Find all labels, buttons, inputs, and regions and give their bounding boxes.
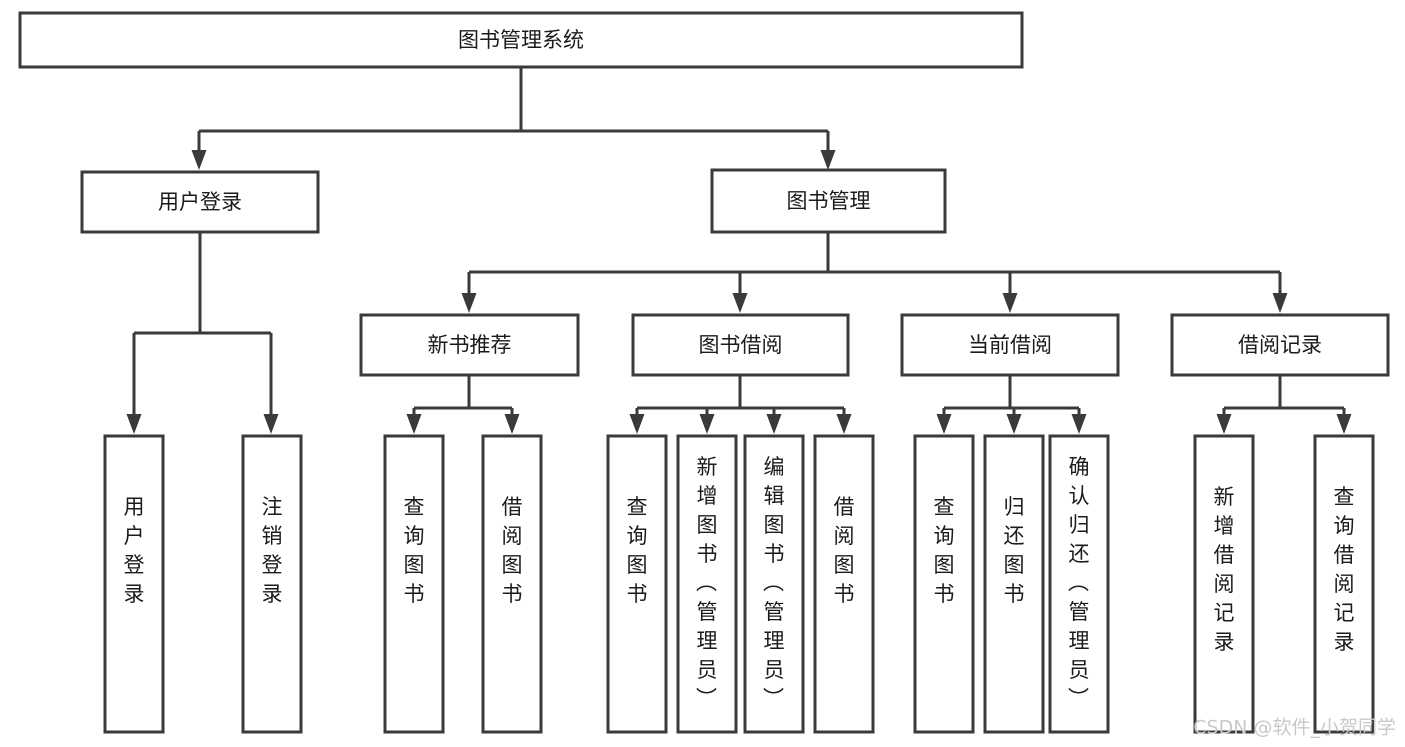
node-box[interactable] bbox=[383, 434, 445, 734]
node-leaf-query-book-rec[interactable]: 查询图书 bbox=[383, 434, 445, 734]
node-label: 图书管理系统 bbox=[458, 28, 584, 52]
node-leaf-borrow-book[interactable]: 借阅图书 bbox=[813, 434, 875, 734]
node-label: 查询借阅记录 bbox=[1334, 485, 1355, 654]
node-leaf-edit-book-admin[interactable]: 编辑图书（管理员） bbox=[743, 434, 805, 734]
node-label: 查询图书 bbox=[627, 495, 648, 606]
node-box[interactable] bbox=[710, 168, 947, 234]
node-label: 借阅图书 bbox=[502, 495, 523, 606]
connector-new-book-recommend-to-leaves bbox=[406, 375, 520, 434]
node-box[interactable] bbox=[241, 434, 303, 734]
node-root[interactable]: 图书管理系统 bbox=[18, 11, 1024, 69]
node-label: 编辑图书（管理员） bbox=[763, 455, 785, 711]
node-box[interactable] bbox=[1313, 434, 1375, 734]
node-label: 借阅记录 bbox=[1238, 333, 1322, 357]
node-leaf-user-logout[interactable]: 注销登录 bbox=[241, 434, 303, 734]
node-box[interactable] bbox=[481, 434, 543, 734]
node-box[interactable] bbox=[983, 434, 1045, 734]
node-box[interactable] bbox=[813, 434, 875, 734]
node-box[interactable] bbox=[676, 434, 738, 734]
csdn-watermark: CSDN @软件_小贺同学 bbox=[1193, 717, 1396, 739]
connector-book-manage-to-level3 bbox=[461, 232, 1288, 313]
node-label: 用户登录 bbox=[124, 495, 145, 606]
watermark-layer: CSDN @软件_小贺同学 bbox=[1193, 717, 1396, 739]
node-box[interactable] bbox=[743, 434, 805, 734]
node-label: 图书借阅 bbox=[699, 333, 783, 357]
node-box[interactable] bbox=[1170, 313, 1390, 377]
node-box[interactable] bbox=[913, 434, 975, 734]
node-label: 查询图书 bbox=[934, 495, 955, 606]
node-book-borrow[interactable]: 图书借阅 bbox=[631, 313, 850, 377]
node-box[interactable] bbox=[1048, 434, 1110, 734]
node-box[interactable] bbox=[631, 313, 850, 377]
node-label: 新书推荐 bbox=[428, 333, 512, 357]
nodes-layer: 图书管理系统用户登录图书管理新书推荐图书借阅当前借阅借阅记录用户登录注销登录查询… bbox=[18, 11, 1390, 734]
connector-book-borrow-to-leaves bbox=[629, 375, 852, 434]
connectors-layer bbox=[126, 67, 1352, 434]
node-box[interactable] bbox=[359, 313, 580, 377]
node-label: 新增借阅记录 bbox=[1214, 485, 1235, 654]
node-user-login[interactable]: 用户登录 bbox=[80, 170, 320, 234]
node-current-borrow[interactable]: 当前借阅 bbox=[900, 313, 1120, 377]
node-box[interactable] bbox=[1193, 434, 1255, 734]
node-leaf-query-borrow-record[interactable]: 查询借阅记录 bbox=[1313, 434, 1375, 734]
node-label: 归还图书 bbox=[1004, 495, 1025, 606]
node-leaf-borrow-book-rec[interactable]: 借阅图书 bbox=[481, 434, 543, 734]
node-label: 新增图书（管理员） bbox=[696, 455, 718, 711]
node-leaf-return-book[interactable]: 归还图书 bbox=[983, 434, 1045, 734]
connector-root-to-level2 bbox=[191, 67, 836, 170]
node-borrow-record[interactable]: 借阅记录 bbox=[1170, 313, 1390, 377]
node-box[interactable] bbox=[606, 434, 668, 734]
connector-user-login-to-leaves bbox=[126, 232, 279, 434]
node-box[interactable] bbox=[103, 434, 165, 734]
node-label: 用户登录 bbox=[158, 190, 242, 214]
node-new-book-recommend[interactable]: 新书推荐 bbox=[359, 313, 580, 377]
node-label: 当前借阅 bbox=[968, 333, 1052, 357]
node-leaf-add-borrow-record[interactable]: 新增借阅记录 bbox=[1193, 434, 1255, 734]
node-label: 注销登录 bbox=[262, 495, 283, 606]
node-leaf-query-book-current[interactable]: 查询图书 bbox=[913, 434, 975, 734]
node-leaf-query-book-borrow[interactable]: 查询图书 bbox=[606, 434, 668, 734]
node-leaf-user-login[interactable]: 用户登录 bbox=[103, 434, 165, 734]
node-box[interactable] bbox=[900, 313, 1120, 377]
node-label: 借阅图书 bbox=[834, 495, 855, 606]
connector-borrow-record-to-leaves bbox=[1216, 375, 1352, 434]
node-box[interactable] bbox=[18, 11, 1024, 69]
node-label: 图书管理 bbox=[787, 189, 871, 213]
node-leaf-confirm-return-admin[interactable]: 确认归还（管理员） bbox=[1048, 434, 1110, 734]
node-label: 查询图书 bbox=[404, 495, 425, 606]
node-label: 确认归还（管理员） bbox=[1068, 455, 1090, 711]
connector-current-borrow-to-leaves bbox=[936, 375, 1087, 434]
node-leaf-add-book-admin[interactable]: 新增图书（管理员） bbox=[676, 434, 738, 734]
node-book-manage[interactable]: 图书管理 bbox=[710, 168, 947, 234]
node-box[interactable] bbox=[80, 170, 320, 234]
